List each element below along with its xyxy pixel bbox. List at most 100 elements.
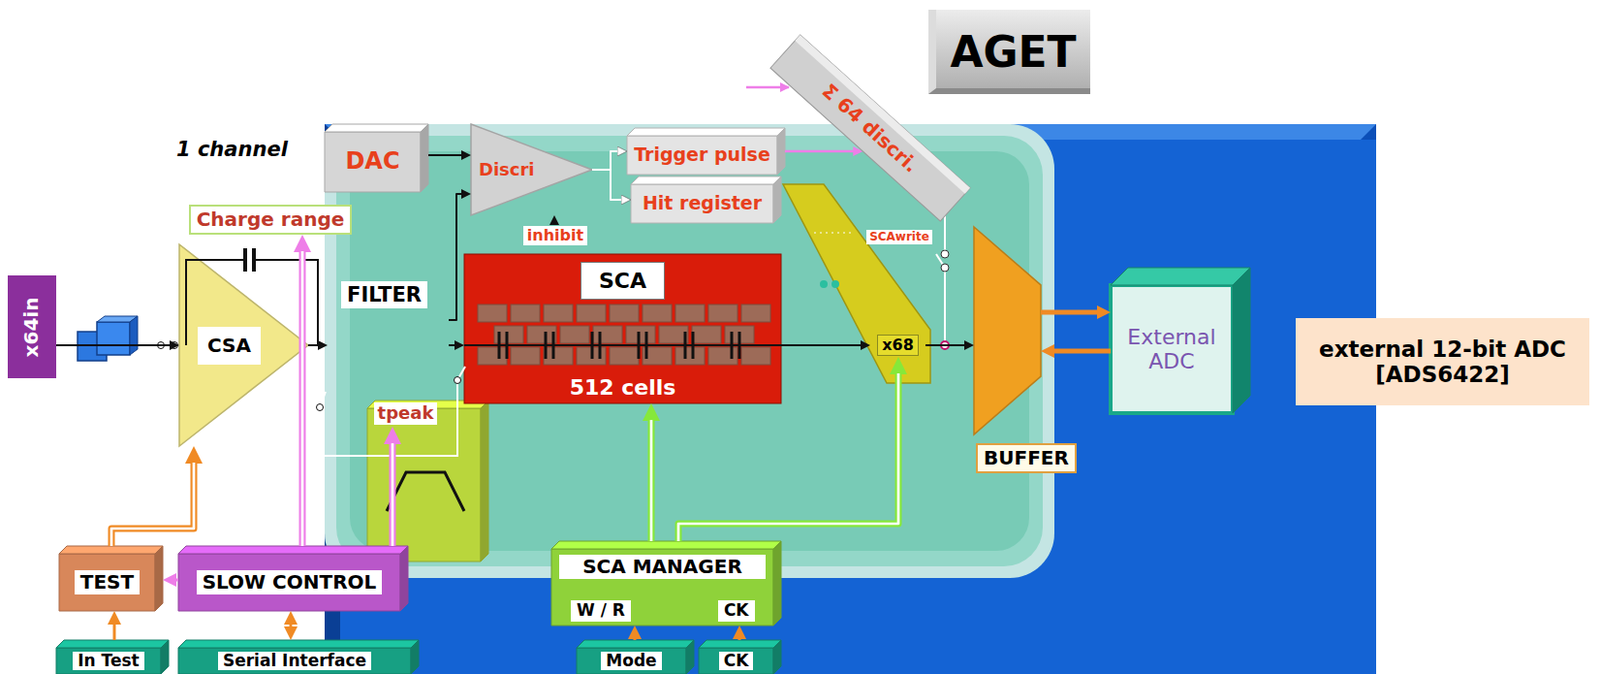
wire	[943, 207, 946, 254]
label-text: 1 channel	[162, 127, 302, 171]
label-text: In Test	[72, 651, 144, 671]
connector-line	[781, 344, 866, 346]
input-pad	[129, 315, 138, 355]
label-text: tpeak	[374, 402, 439, 425]
node-shape	[973, 226, 1041, 435]
shape-face	[510, 304, 540, 322]
shape-face	[179, 244, 309, 446]
connector-line	[784, 150, 858, 154]
shape-line	[645, 331, 649, 359]
shape-face	[480, 400, 489, 562]
sca-manager: SCA MANAGERW / RCK	[551, 540, 782, 626]
signal-connector	[169, 579, 179, 581]
tpeak-label: tpeak	[367, 400, 445, 427]
label-text: DAC	[345, 148, 400, 176]
shape-face	[630, 176, 782, 185]
hit-register: Hit register	[630, 176, 782, 223]
shape-face	[551, 548, 774, 626]
dac-block: DAC	[324, 124, 429, 192]
signal-connector	[56, 345, 175, 346]
label-text: AGET	[928, 9, 1091, 95]
connector-line	[925, 344, 970, 346]
trigger-arrow	[746, 86, 789, 90]
label-text: Serial Interface	[218, 651, 372, 671]
shape-face	[576, 647, 687, 674]
shape-face	[691, 325, 722, 344]
shape-face	[675, 304, 705, 322]
label-text: W / R	[570, 599, 631, 622]
signal-connector	[634, 631, 636, 640]
shape-face	[973, 226, 1041, 435]
connector-core	[301, 250, 305, 546]
shape-face	[410, 639, 419, 674]
shape-face	[642, 304, 672, 322]
label-text: Charge range	[188, 204, 353, 235]
shape-face	[593, 325, 623, 344]
switch-contact	[941, 250, 949, 258]
signal-connector	[114, 617, 116, 640]
shape-face	[576, 639, 694, 648]
connector-line	[738, 631, 742, 640]
signal-connector	[554, 219, 556, 225]
shape-face	[420, 124, 429, 192]
signal-connector	[308, 345, 323, 346]
bandpass-symbol	[386, 471, 465, 511]
signal-connector	[651, 411, 653, 541]
connector-line	[111, 454, 194, 546]
shape-line	[464, 344, 782, 346]
signal-connector	[781, 345, 866, 346]
connector-line	[113, 617, 117, 640]
shape-face	[543, 346, 573, 365]
shape-face	[698, 647, 774, 674]
shape-line	[505, 331, 509, 359]
bypass-lines	[166, 345, 466, 456]
shape-line	[684, 331, 688, 359]
mux-label: x68	[870, 333, 926, 357]
shape-line	[598, 331, 602, 359]
discriminator: Discri	[470, 124, 593, 216]
shape-face	[777, 127, 785, 175]
feedback-capacitor	[186, 248, 318, 346]
input-pad	[96, 315, 138, 322]
shape-face	[1232, 267, 1251, 413]
input-tab: x64in	[7, 275, 57, 378]
signal-connector	[592, 151, 623, 170]
shape-face	[627, 127, 785, 136]
shape-face	[543, 304, 573, 322]
signal-connector	[290, 617, 292, 633]
shape-face	[56, 647, 161, 674]
adc-cube: External ADC	[1110, 267, 1251, 413]
connector-line	[1040, 310, 1104, 315]
label-text: x68	[877, 334, 919, 356]
connector-core	[650, 419, 654, 541]
shape-face	[477, 304, 507, 322]
shape-face	[741, 346, 771, 365]
shape-line	[544, 331, 548, 359]
capacitor-plate	[243, 248, 248, 272]
shape-face	[7, 275, 57, 378]
shape-face	[324, 131, 421, 192]
label-text: Mode	[600, 651, 661, 671]
shape-face	[675, 346, 705, 365]
signal-connector	[392, 435, 394, 546]
shape-face	[324, 124, 1377, 674]
bus-band	[783, 184, 931, 383]
switch-contact	[157, 342, 165, 349]
label-text: Hit register	[642, 192, 762, 215]
label-text: 512 cells	[569, 375, 677, 400]
connector-line	[308, 344, 323, 346]
shape-face	[160, 639, 169, 674]
inhibit-label: inhibit	[516, 224, 596, 247]
shape-face	[551, 540, 782, 549]
shape-line	[498, 331, 502, 359]
shape-face	[741, 304, 771, 322]
shape-face	[576, 304, 606, 322]
bus-dot	[819, 280, 828, 288]
connector-line	[448, 344, 460, 346]
signal-connector	[448, 193, 467, 320]
shape-face	[630, 184, 774, 223]
shape-line	[637, 331, 641, 359]
connector-line	[678, 365, 899, 541]
shape-face	[773, 176, 782, 223]
pin-tab: CK	[698, 639, 782, 674]
